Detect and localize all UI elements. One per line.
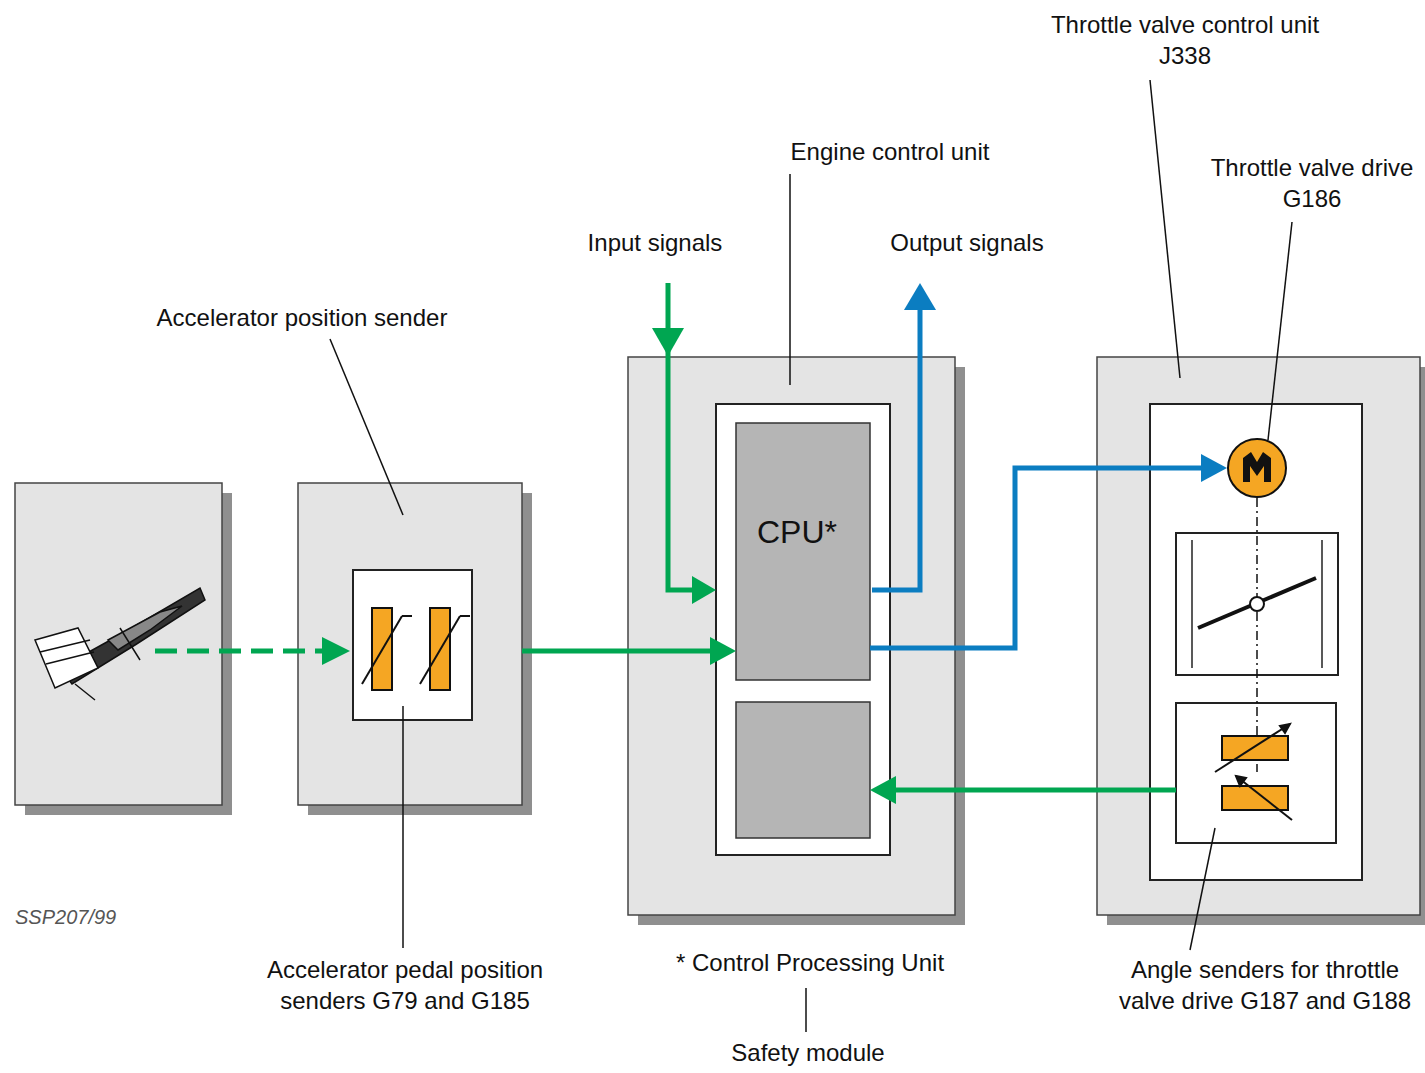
angle-sensor-symbol	[1236, 776, 1292, 820]
node-label: Throttle valve control unit J338	[1030, 10, 1340, 71]
housing-box	[298, 483, 522, 805]
signal-arrow	[878, 788, 1176, 793]
motor-symbol	[1227, 438, 1287, 498]
node-label: Accelerator position sender	[102, 303, 502, 334]
leader-line	[789, 174, 791, 385]
accelerator-pedal	[40, 640, 90, 652]
input-signal-arrow	[652, 328, 684, 356]
throttle-valve	[1192, 498, 1322, 772]
housing-box	[15, 357, 1420, 915]
signal-arrow	[870, 468, 1219, 648]
potentiometer-symbol	[460, 615, 470, 617]
angle-sensor-symbol	[1222, 786, 1288, 810]
throttle-valve	[1250, 597, 1264, 611]
leader-line	[402, 706, 404, 948]
inner-panel	[353, 570, 472, 720]
output-signal-arrow	[904, 283, 936, 310]
throttle-unit-box: Throttle valve control unit J338Throttle…	[1097, 357, 1420, 915]
angle-sensor-symbol	[1280, 724, 1290, 733]
pedal-link-arrow	[322, 637, 350, 665]
input-signal-arrow	[652, 283, 716, 604]
potentiometer-symbol	[420, 616, 460, 684]
leader-line	[330, 339, 403, 515]
part-label: Accelerator pedal position senders G79 a…	[240, 955, 570, 1016]
node-label: Throttle valve drive G186	[1209, 153, 1415, 214]
accelerator-pedal	[75, 684, 95, 700]
processor-box: CPU*	[736, 423, 870, 680]
module-box	[736, 702, 870, 838]
potentiometer-symbol	[402, 615, 412, 617]
leader-line	[1150, 80, 1180, 378]
angle-sensor-symbol	[1222, 736, 1288, 760]
node-label: Engine control unit	[740, 137, 1040, 168]
module-box	[736, 423, 870, 838]
accelerator-pedal	[35, 588, 205, 700]
inner-panel	[716, 404, 890, 855]
output-signal-arrow	[872, 283, 936, 590]
potentiometer-symbol	[362, 608, 470, 690]
throttle-valve	[1191, 540, 1193, 668]
throttle-valve	[1256, 498, 1258, 772]
housing-box	[15, 483, 222, 805]
motor-symbol	[1228, 439, 1286, 497]
footnote-text: * Control Processing Unit	[620, 948, 1000, 979]
leader-line	[805, 988, 807, 1032]
control-unit-box: Engine control unitCPU*Safety module	[628, 357, 955, 915]
leader-line	[1268, 222, 1292, 440]
figure-number: SSP207/99	[15, 905, 175, 931]
angle-sensor-symbol	[1215, 724, 1292, 820]
housing-box	[628, 357, 955, 915]
accelerator-pedal	[108, 606, 182, 650]
signal-arrow	[522, 649, 728, 654]
angle-sensor-symbol	[1236, 776, 1246, 786]
safety-module-box: Safety module	[736, 702, 870, 838]
potentiometer-symbol	[362, 616, 402, 684]
node-label: Angle senders for throttle valve drive G…	[1115, 955, 1415, 1016]
leader-line	[1190, 828, 1215, 950]
input-signal-arrow	[692, 576, 716, 604]
angle-sensor-symbol	[1215, 724, 1290, 772]
angle-sender-box: Angle senders for throttle valve drive G…	[1176, 703, 1336, 843]
node-label: CPU*	[735, 512, 859, 553]
pedal-link-arrow	[155, 637, 350, 665]
accelerator-pedal	[120, 628, 140, 660]
module-box	[736, 423, 870, 680]
housing-box	[1097, 357, 1420, 915]
signal-label: Output signals	[847, 228, 1087, 259]
throttle-valve	[1321, 540, 1323, 668]
motor-circle: Throttle valve drive G186	[1227, 438, 1287, 498]
throttle-valve	[1198, 578, 1316, 628]
accelerator-pedal	[35, 628, 98, 688]
pedal-link-arrow	[155, 649, 326, 654]
leader-line	[330, 80, 1292, 1032]
output-signal-arrow	[872, 306, 920, 590]
sensor-housing: Accelerator position senderAccelerator p…	[298, 483, 522, 805]
signal-label: Input signals	[540, 228, 770, 259]
inner-panel	[1150, 404, 1362, 880]
accelerator-pedal	[46, 652, 94, 664]
inner-panel	[353, 404, 1362, 880]
motor-symbol	[1243, 452, 1271, 482]
node-label: Safety module	[678, 1038, 938, 1069]
inner-panel	[1176, 703, 1336, 843]
box-shadow	[25, 367, 1425, 925]
